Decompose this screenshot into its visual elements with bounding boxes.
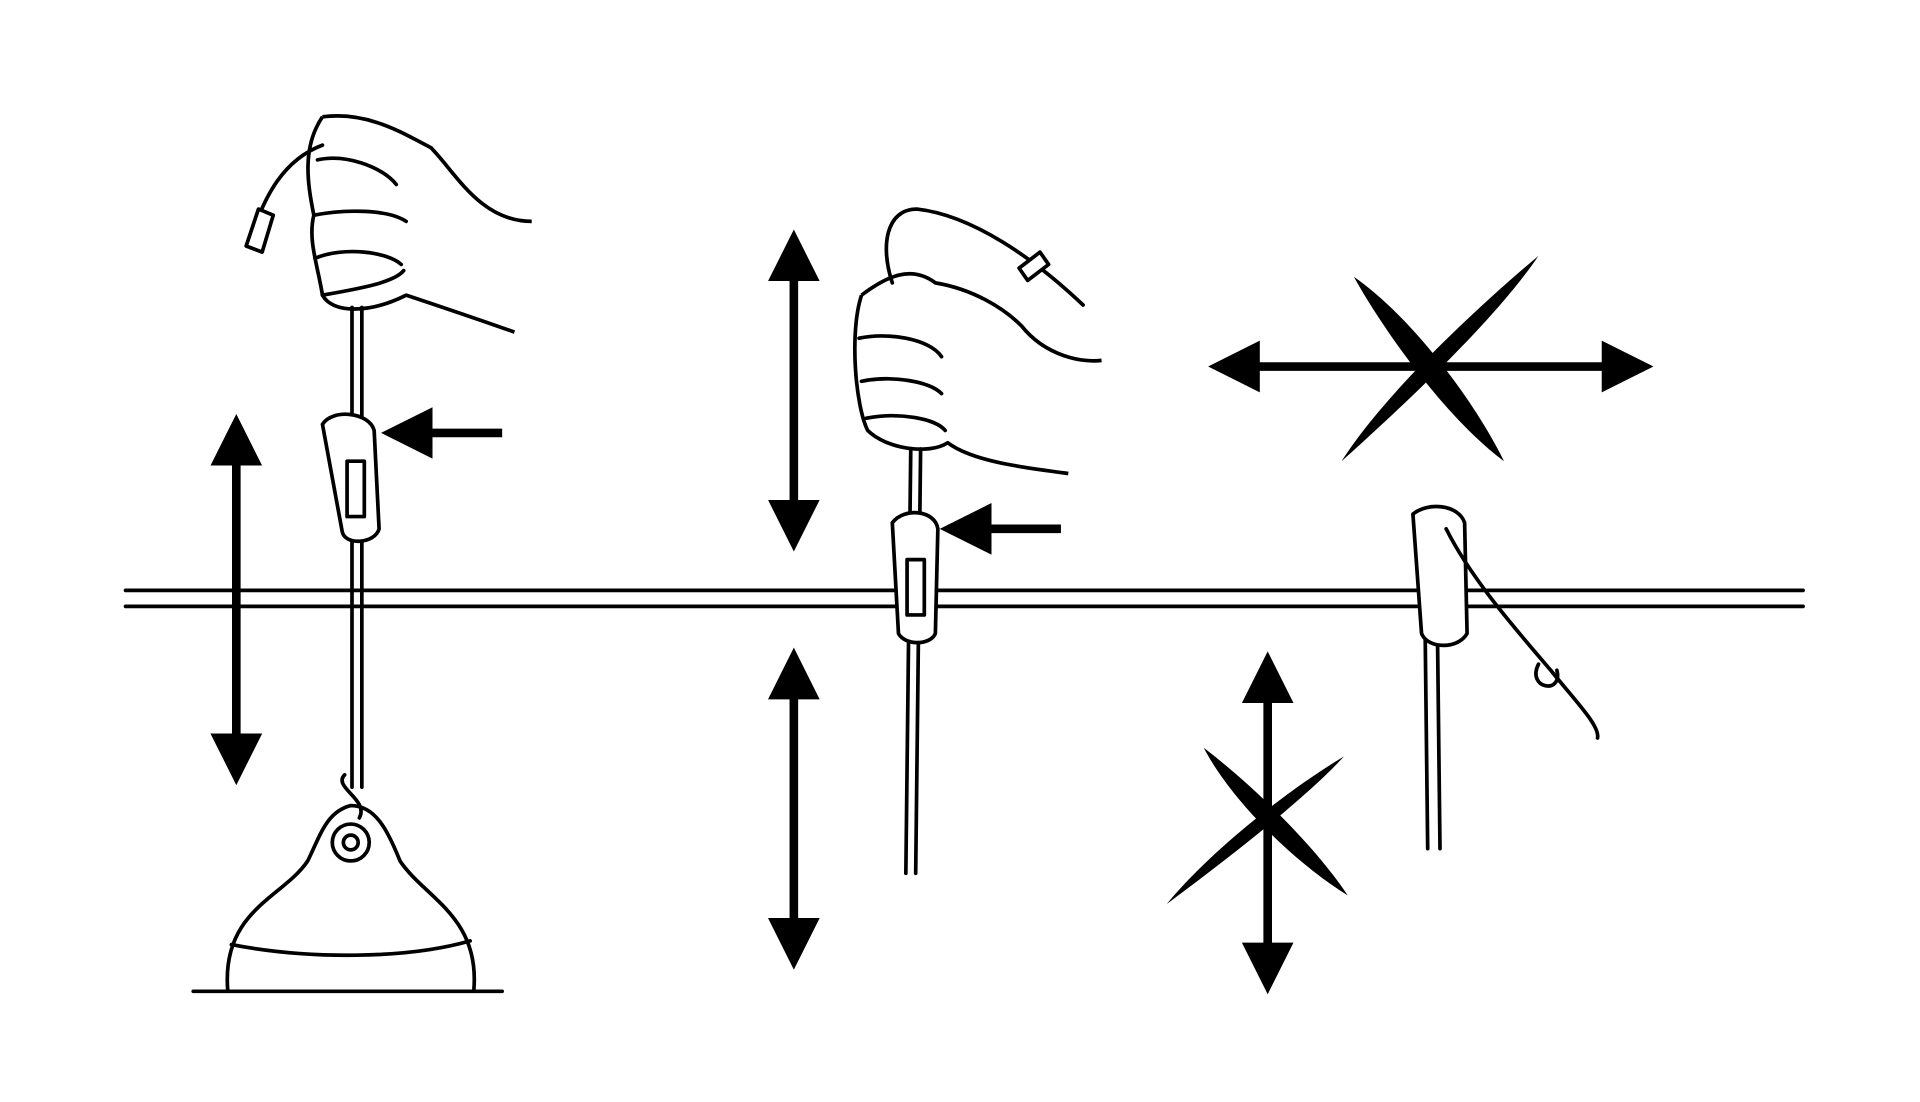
right-cord-lock-icon xyxy=(1411,504,1600,851)
left-cord xyxy=(350,305,364,789)
horizontal-cross-mark-icon xyxy=(1341,255,1539,462)
vertical-cross-mark-icon xyxy=(1166,747,1348,904)
left-cord-lock-icon xyxy=(320,412,381,544)
weight-icon xyxy=(191,772,505,994)
left-hand-icon xyxy=(244,114,532,334)
middle-hand-icon xyxy=(853,207,1102,476)
middle-cord-lock-icon xyxy=(890,510,940,645)
rail-line xyxy=(123,588,1805,609)
